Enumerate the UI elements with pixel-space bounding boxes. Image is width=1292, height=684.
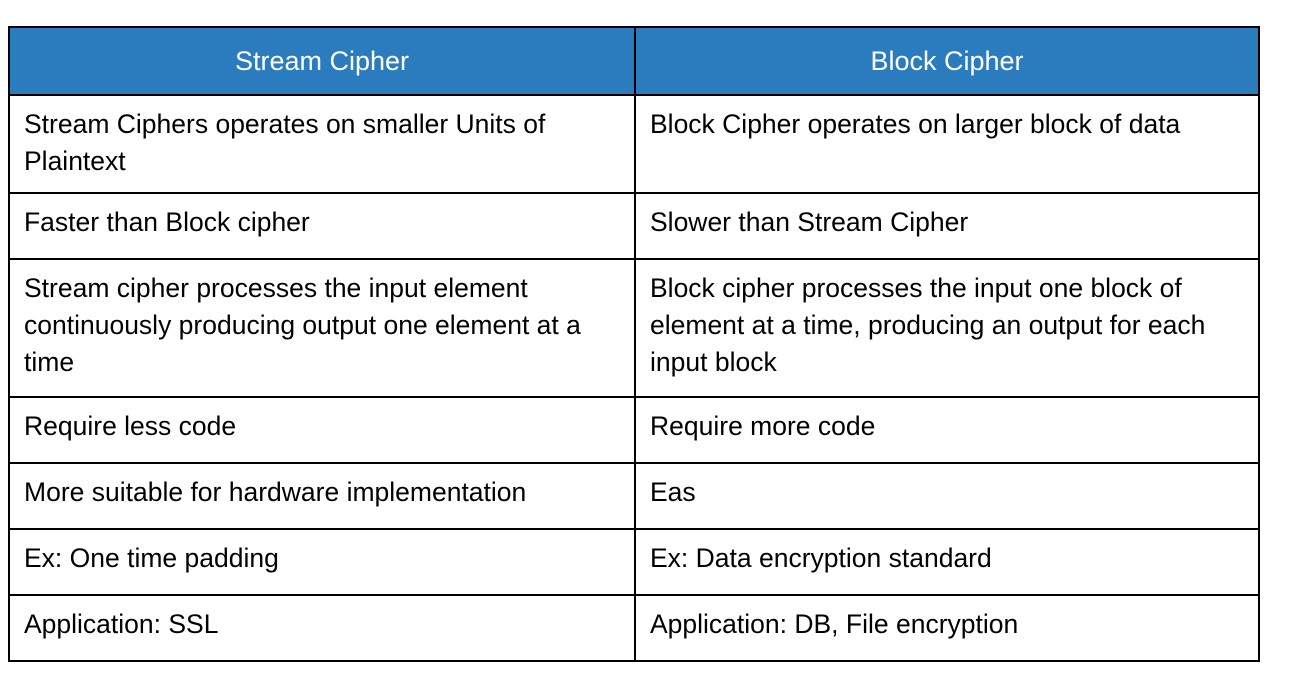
cell-stream-1: Stream Ciphers operates on smaller Units… (8, 94, 636, 194)
cell-stream-3: Stream cipher processes the input elemen… (8, 258, 636, 398)
cell-stream-5: More suitable for hardware implementatio… (8, 462, 636, 530)
cell-text: Block Cipher operates on larger block of… (650, 109, 1181, 139)
cell-text: Faster than Block cipher (24, 207, 310, 237)
cell-text: Application: SSL (24, 609, 219, 639)
table-row: Ex: One time padding Ex: Data encryption… (8, 528, 1260, 596)
cell-block-5: Eas (634, 462, 1260, 530)
cell-stream-2: Faster than Block cipher (8, 192, 636, 260)
cell-text: Eas (650, 477, 696, 507)
cell-text: Ex: Data encryption standard (650, 543, 992, 573)
cell-text: Block cipher processes the input one blo… (650, 273, 1206, 377)
cell-stream-7: Application: SSL (8, 594, 636, 662)
table-row: Stream Ciphers operates on smaller Units… (8, 94, 1260, 194)
cell-text: Slower than Stream Cipher (650, 207, 969, 237)
cell-text: Stream Ciphers operates on smaller Units… (24, 109, 546, 176)
column-header-stream-cipher: Stream Cipher (8, 26, 636, 96)
cell-block-2: Slower than Stream Cipher (634, 192, 1260, 260)
cell-block-6: Ex: Data encryption standard (634, 528, 1260, 596)
table-row: More suitable for hardware implementatio… (8, 462, 1260, 530)
table-row: Require less code Require more code (8, 396, 1260, 464)
table-row: Stream cipher processes the input elemen… (8, 258, 1260, 398)
cell-text: Require more code (650, 411, 876, 441)
cell-block-4: Require more code (634, 396, 1260, 464)
cell-text: Require less code (24, 411, 237, 441)
cell-stream-6: Ex: One time padding (8, 528, 636, 596)
cipher-comparison-table: Stream Cipher Block Cipher Stream Cipher… (8, 26, 1260, 662)
cell-block-1: Block Cipher operates on larger block of… (634, 94, 1260, 194)
cell-text: Application: DB, File encryption (650, 609, 1019, 639)
cell-text: More suitable for hardware implementatio… (24, 477, 527, 507)
table-header: Stream Cipher Block Cipher (8, 26, 1260, 96)
table-body: Stream Ciphers operates on smaller Units… (8, 94, 1260, 662)
cell-block-7: Application: DB, File encryption (634, 594, 1260, 662)
table-row: Faster than Block cipher Slower than Str… (8, 192, 1260, 260)
cell-text: Stream cipher processes the input elemen… (24, 273, 581, 377)
cell-stream-4: Require less code (8, 396, 636, 464)
column-header-block-cipher: Block Cipher (634, 26, 1260, 96)
cell-block-3: Block cipher processes the input one blo… (634, 258, 1260, 398)
cell-text: Ex: One time padding (24, 543, 279, 573)
table-row: Application: SSL Application: DB, File e… (8, 594, 1260, 662)
table-header-row: Stream Cipher Block Cipher (8, 26, 1260, 96)
